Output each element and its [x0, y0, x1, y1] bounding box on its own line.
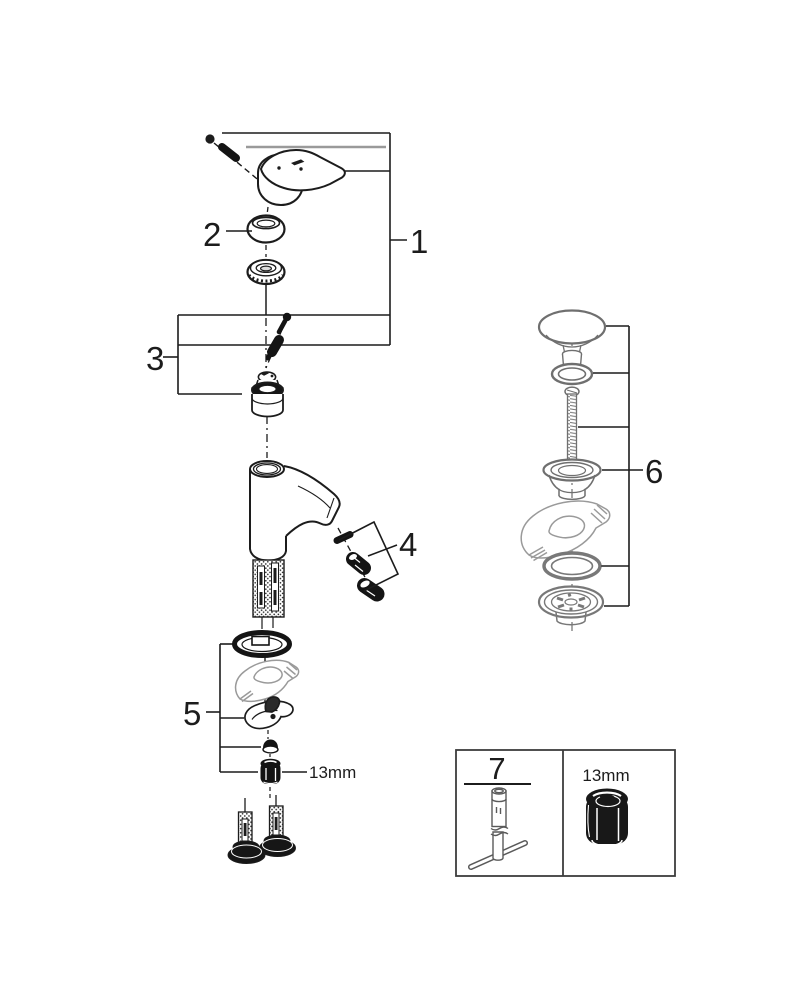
callout-7-label: 7 — [488, 751, 505, 786]
callout-6-label: 6 — [645, 453, 663, 490]
screw-plug-icon — [205, 134, 263, 184]
callout-4-lines — [338, 520, 400, 592]
axis-line — [266, 206, 269, 216]
drain-gasket-icon — [542, 551, 602, 581]
escutcheon-cap-icon — [246, 258, 286, 286]
callout-5-lines — [206, 643, 261, 773]
callout-3-label: 3 — [146, 340, 164, 377]
supply-hoses-icon — [227, 787, 296, 864]
drain-plug-icon — [537, 309, 607, 370]
callout-4-label: 4 — [399, 526, 417, 563]
callout-1-label: 1 — [410, 223, 428, 260]
toolbox: 7 13mm — [455, 749, 676, 877]
toolbox-nut-size-label: 13mm — [582, 766, 629, 785]
cartridge-icon — [251, 371, 284, 418]
mounting-clamp-icon — [244, 696, 294, 730]
toolbox-nut-icon — [586, 788, 628, 847]
dome-nut-icon — [262, 739, 279, 754]
handle-icon — [257, 148, 346, 207]
drain-rod-icon — [564, 386, 580, 469]
drain-strainer-icon — [537, 585, 605, 626]
mounting-nut-icon — [260, 758, 281, 785]
wrench-size-label: 13mm — [309, 763, 356, 782]
socket-wrench-icon — [468, 787, 528, 870]
basin-cutaway-icon — [520, 500, 611, 562]
callout-5-label: 5 — [183, 695, 201, 732]
part2-ring-icon — [246, 214, 286, 244]
callout-1-lines — [222, 132, 407, 345]
callout-2-label: 2 — [203, 216, 221, 253]
drain-oring-icon — [550, 362, 594, 386]
set-screw-icon — [265, 312, 292, 369]
faucet-body-icon — [249, 460, 341, 629]
base-gasket-icon — [232, 630, 292, 658]
callout-6-lines — [578, 325, 643, 607]
stabilizer-plate-icon — [234, 659, 300, 703]
drain-flange-icon — [542, 458, 602, 501]
